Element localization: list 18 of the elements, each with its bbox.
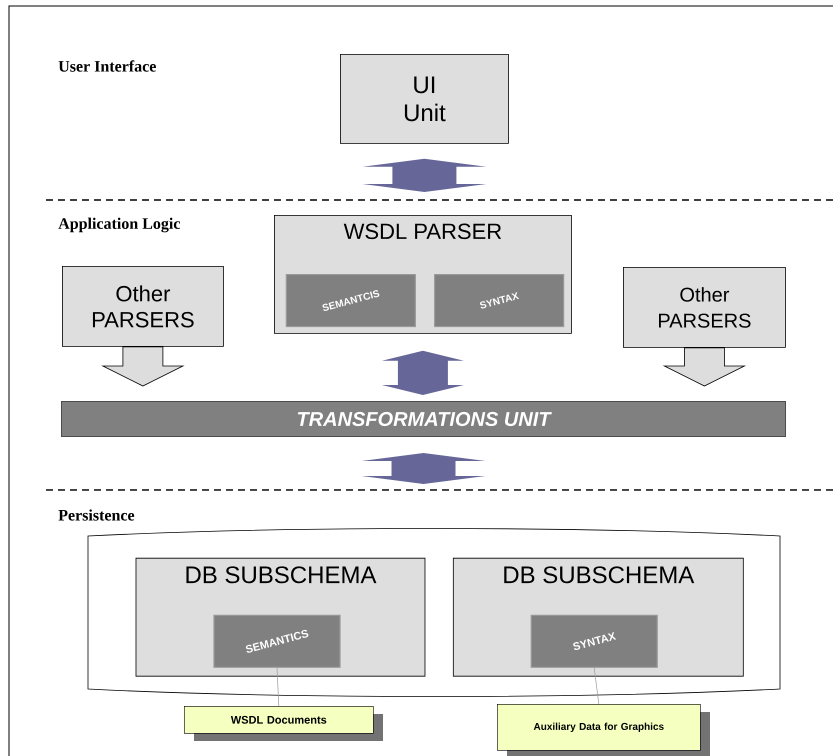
- layer-label: User Interface: [58, 60, 156, 72]
- leader-line: [594, 668, 600, 704]
- double-arrow: [382, 350, 464, 395]
- document-note: WSDL Documents: [184, 706, 383, 741]
- double-arrow: [362, 453, 486, 484]
- parser-callout-box: Other PARSERS: [62, 266, 224, 347]
- layer-label: Application Logic: [58, 218, 180, 232]
- transformation-bar: TRANSFORMATIONS UNIT: [61, 401, 786, 437]
- layer-label: Persistence: [58, 509, 134, 521]
- double-arrow: [362, 158, 486, 192]
- document-note: Auxiliary Data for Graphics: [497, 704, 710, 756]
- leader-line: [276, 668, 280, 706]
- module-box: SYNTAX: [530, 614, 658, 668]
- block-arrow: [101, 346, 185, 386]
- block-arrow: [662, 347, 746, 386]
- parser-callout-box: Other PARSERS: [623, 267, 786, 348]
- unit-box: UI Unit: [340, 54, 509, 144]
- module-box: SYNTAX: [434, 274, 564, 328]
